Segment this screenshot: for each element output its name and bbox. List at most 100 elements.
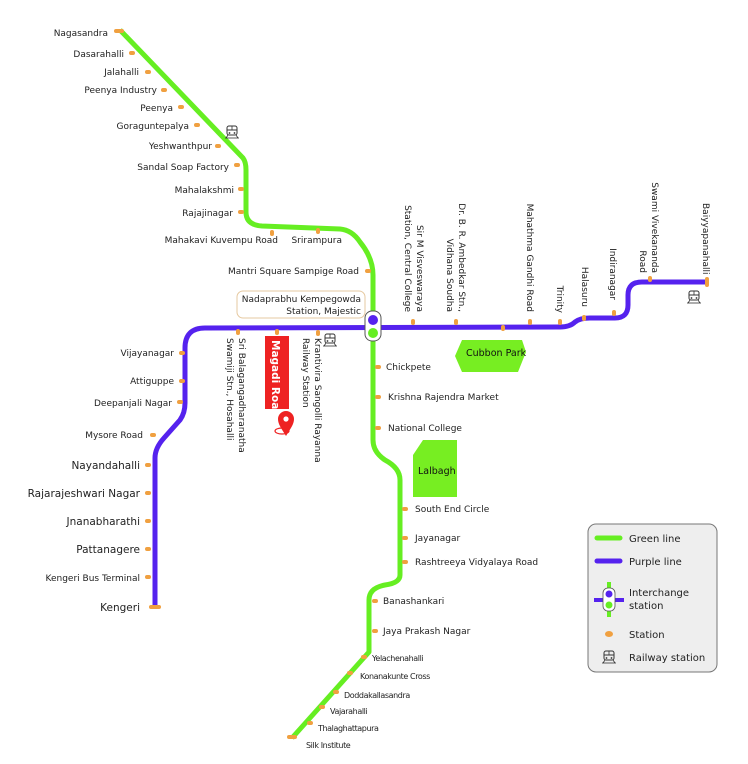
station-marker[interactable]: [558, 319, 562, 325]
station-label[interactable]: Krantivira Sangolli Rayanna: [312, 338, 322, 463]
station-label[interactable]: Mahalakshmi: [175, 186, 234, 196]
station-label[interactable]: Banashankari: [383, 597, 444, 607]
station-label[interactable]: Road: [637, 250, 647, 273]
station-marker[interactable]: [145, 547, 151, 551]
station-marker[interactable]: [375, 365, 381, 369]
station-label[interactable]: Railway Station: [300, 338, 310, 408]
station-label[interactable]: Chickpete: [386, 363, 431, 373]
station-marker[interactable]: [178, 105, 184, 109]
station-marker[interactable]: [238, 210, 244, 214]
station-marker[interactable]: [177, 400, 183, 404]
station-label[interactable]: Sri Balagangadharanatha: [236, 338, 246, 453]
station-label[interactable]: Halasuru: [579, 267, 589, 307]
station-marker[interactable]: [194, 123, 200, 127]
station-marker[interactable]: [319, 705, 325, 709]
station-label[interactable]: Indiranagar: [607, 248, 617, 300]
station-label[interactable]: Goraguntepalya: [117, 122, 189, 132]
station-label[interactable]: Mahakavi Kuvempu Road: [165, 236, 278, 246]
station-label[interactable]: Mysore Road: [85, 431, 143, 441]
station-marker[interactable]: [179, 379, 185, 383]
station-label[interactable]: Yeshwanthpur: [148, 142, 212, 152]
station-label[interactable]: Dasarahalli: [73, 50, 124, 60]
station-label[interactable]: National College: [388, 424, 462, 434]
station-marker[interactable]: [402, 536, 408, 540]
station-marker[interactable]: [215, 144, 221, 148]
station-marker[interactable]: [411, 319, 415, 325]
station-label[interactable]: Deepanjali Nagar: [94, 399, 172, 409]
station-label[interactable]: Krishna Rajendra Market: [388, 393, 499, 403]
station-label[interactable]: Mantri Square Sampige Road: [228, 267, 359, 277]
station-marker[interactable]: [307, 721, 313, 725]
station-marker[interactable]: [612, 310, 616, 316]
station-marker[interactable]: [375, 395, 381, 399]
station-marker[interactable]: [114, 29, 124, 33]
station-label[interactable]: Trinity: [554, 285, 564, 314]
station-label[interactable]: Vidhana Soudha: [444, 239, 454, 312]
station-marker[interactable]: [145, 519, 151, 523]
station-marker[interactable]: [275, 329, 279, 335]
station-label[interactable]: Sandal Soap Factory: [137, 163, 229, 173]
station-marker[interactable]: [179, 351, 185, 355]
station-label[interactable]: Thalaghattapura: [317, 724, 379, 733]
station-marker[interactable]: [145, 491, 151, 495]
station-marker[interactable]: [236, 329, 240, 335]
station-marker[interactable]: [145, 575, 151, 579]
station-marker[interactable]: [372, 629, 378, 633]
station-marker[interactable]: [705, 277, 709, 287]
station-label[interactable]: Kengeri: [100, 602, 140, 614]
station-marker[interactable]: [145, 70, 151, 74]
station-marker[interactable]: [270, 230, 274, 236]
station-label[interactable]: Silk Institute: [306, 741, 351, 750]
station-marker[interactable]: [361, 655, 367, 659]
station-label[interactable]: Mahathma Gandhi Road: [524, 204, 534, 312]
station-label[interactable]: Doddakallasandra: [344, 691, 411, 700]
station-marker[interactable]: [234, 163, 240, 167]
station-marker[interactable]: [129, 51, 135, 55]
station-label[interactable]: Baiyyapanahalli: [700, 203, 710, 275]
station-label[interactable]: Swami Vivekananda: [649, 182, 659, 273]
station-marker[interactable]: [372, 599, 378, 603]
station-marker[interactable]: [333, 690, 339, 694]
station-label[interactable]: Nagasandra: [54, 29, 108, 39]
station-label[interactable]: Dr. B. R. Ambedkar Stn.,: [456, 203, 466, 312]
station-label[interactable]: Swamiji Stn., Hosahalli: [224, 338, 234, 440]
station-label[interactable]: Jaya Prakash Nagar: [382, 627, 471, 637]
station-label[interactable]: Srirampura: [291, 236, 342, 246]
station-marker[interactable]: [149, 605, 161, 609]
station-marker[interactable]: [402, 560, 408, 564]
station-marker[interactable]: [501, 325, 505, 331]
station-marker[interactable]: [316, 228, 320, 234]
station-label[interactable]: Sir M Visveswaraya: [414, 225, 424, 312]
station-label[interactable]: Pattanagere: [76, 544, 140, 556]
station-marker[interactable]: [161, 88, 167, 92]
station-marker[interactable]: [402, 507, 408, 511]
station-label[interactable]: Konanakunte Cross: [360, 672, 431, 681]
station-label[interactable]: Jnanabharathi: [66, 516, 140, 528]
station-marker[interactable]: [582, 315, 586, 321]
station-label[interactable]: Rashtreeya Vidyalaya Road: [415, 558, 538, 568]
station-label[interactable]: Peenya Industry: [84, 86, 157, 96]
station-marker[interactable]: [375, 426, 381, 430]
station-label[interactable]: South End Circle: [415, 505, 490, 515]
station-marker[interactable]: [454, 319, 458, 325]
station-marker[interactable]: [648, 276, 652, 282]
station-label[interactable]: Rajarajeshwari Nagar: [28, 488, 141, 500]
station-marker[interactable]: [145, 463, 151, 467]
station-marker[interactable]: [528, 319, 532, 325]
station-label[interactable]: Peenya: [140, 104, 173, 114]
station-label[interactable]: Jalahalli: [103, 68, 139, 78]
station-marker[interactable]: [365, 269, 371, 273]
station-label[interactable]: Station, Central College: [402, 205, 412, 312]
station-marker[interactable]: [238, 187, 244, 191]
station-marker[interactable]: [316, 330, 320, 336]
station-marker[interactable]: [150, 433, 156, 437]
station-label[interactable]: Attiguppe: [130, 377, 174, 387]
station-label[interactable]: Rajajinagar: [182, 209, 233, 219]
station-label[interactable]: Yelachenahalli: [371, 654, 424, 663]
station-label[interactable]: Vajarahalli: [330, 707, 368, 716]
station-marker[interactable]: [347, 671, 353, 675]
station-label[interactable]: Nayandahalli: [71, 460, 140, 472]
interchange-majestic[interactable]: [364, 310, 382, 342]
station-label[interactable]: Vijayanagar: [121, 349, 175, 359]
station-label[interactable]: Jayanagar: [414, 534, 460, 544]
